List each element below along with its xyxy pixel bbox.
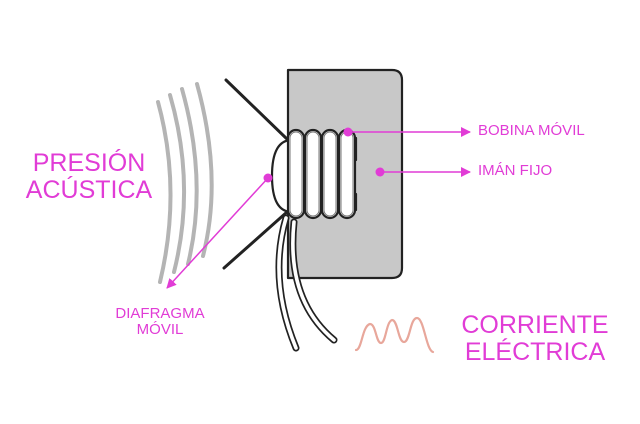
moving-coil	[286, 128, 357, 220]
lead-wires	[275, 214, 338, 352]
diafragma-line-2: MÓVIL	[136, 321, 184, 339]
diaphragm-cone	[222, 78, 289, 270]
label-diafragma-movil: DIAFRAGMA MÓVIL	[95, 305, 225, 339]
label-iman-fijo: IMÁN FIJO	[478, 162, 553, 179]
label-bobina-movil: BOBINA MÓVIL	[478, 122, 585, 139]
callout-dots	[263, 127, 385, 183]
diafragma-arrow	[166, 177, 269, 289]
corriente-line-1: CORRIENTE	[461, 311, 609, 339]
presion-line-2: ACÚSTICA	[25, 176, 153, 204]
callout-arrows	[166, 127, 471, 289]
iman-text: IMÁN FIJO	[478, 162, 553, 179]
diafragma-line-1: DIAFRAGMA	[115, 305, 205, 322]
presion-line-1: PRESIÓN	[32, 149, 146, 177]
bobina-text: BOBINA MÓVIL	[478, 122, 585, 139]
current-signal	[354, 316, 435, 354]
corriente-line-2: ELÉCTRICA	[464, 338, 606, 366]
label-presion-acustica: PRESIÓN ACÚSTICA	[14, 150, 164, 204]
label-corriente-electrica: CORRIENTE ELÉCTRICA	[450, 312, 620, 366]
sound-waves	[156, 82, 214, 284]
